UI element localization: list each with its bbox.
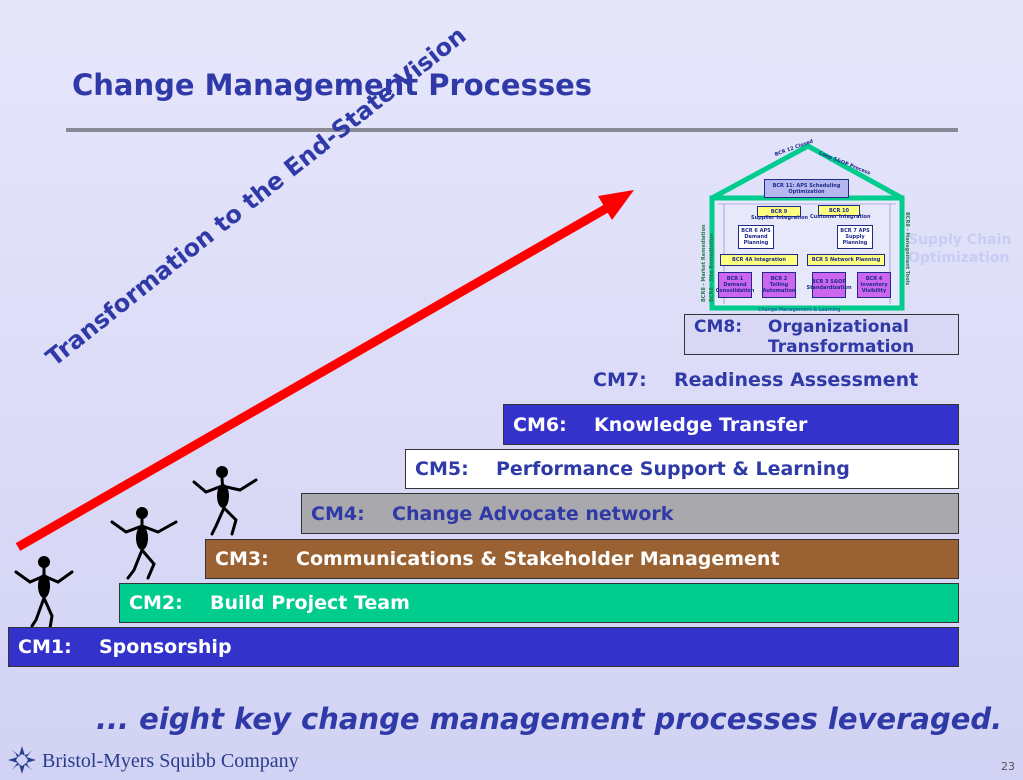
step-label: Change Advocate network: [392, 502, 674, 525]
step-label: Sponsorship: [99, 636, 232, 658]
bcr4a-box: BCR 4A Integration: [720, 254, 798, 266]
step-label: Build Project Team: [210, 592, 410, 614]
step-label: Organizational Transformation: [768, 317, 915, 357]
step-cm8-organizational-transformation: CM8: Organizational Transformation: [684, 314, 959, 357]
step-code: CM2:: [129, 592, 183, 614]
bcr10-sub-label: Customer Integration: [810, 214, 871, 220]
step-code: CM1:: [18, 636, 72, 658]
step-code: CM7:: [593, 369, 647, 391]
bcr6-box: BCR 6 APS Demand Planning: [738, 225, 774, 249]
page-title: Change Management Processes: [72, 68, 593, 102]
step-code: CM3:: [215, 548, 269, 570]
step-label: Communications & Stakeholder Management: [296, 548, 780, 570]
supply-chain-label: Supply Chain Optimization: [908, 231, 1011, 267]
house-footer-label: Change Management & Learning: [758, 307, 841, 313]
bcr11-box: BCR 11: APS Scheduling Optimization: [764, 179, 849, 198]
step-label: Performance Support & Learning: [496, 458, 850, 480]
bcr4-box: BCR 4 Inventory Visibility: [857, 272, 891, 298]
supply-chain-line-2: Optimization: [908, 250, 1010, 266]
bcr5-box: BCR 5 Network Planning: [807, 254, 885, 266]
figures-illustration: [14, 466, 258, 630]
step-label: Readiness Assessment: [674, 369, 919, 391]
step-cm4-change-advocate: CM4: Change Advocate network: [301, 493, 959, 534]
step-code: CM6:: [513, 413, 567, 436]
step-cm1-sponsorship: CM1: Sponsorship: [8, 627, 959, 667]
stick-figure-icon: [14, 466, 258, 630]
title-divider: [66, 128, 958, 132]
tagline: ... eight key change management processe…: [96, 702, 1003, 736]
step-code: CM8:: [694, 317, 743, 337]
bcr9-sub-label: Supplier Integration: [751, 215, 809, 221]
company-logo-icon: [8, 746, 36, 774]
step-cm3-communications: CM3: Communications & Stakeholder Manage…: [205, 539, 959, 579]
supply-chain-line-1: Supply Chain: [908, 232, 1012, 248]
step-cm5-performance-support: CM5: Performance Support & Learning: [405, 449, 959, 489]
company-name: Bristol-Myers Squibb Company: [42, 750, 299, 772]
step-cm7-readiness-assessment: CM7: Readiness Assessment: [584, 367, 918, 393]
bcr10-box: BCR 10: [818, 205, 860, 216]
step-cm6-knowledge-transfer: CM6: Knowledge Transfer: [503, 404, 959, 445]
bcr3-box: BCR 3 S&OP Standardization: [807, 272, 852, 298]
bcr9-box: BCR 9: [757, 206, 801, 217]
page-number: 23: [1001, 760, 1015, 773]
step-code: CM4:: [311, 502, 365, 525]
bcr2-box: BCR 2 Tolling Automation: [762, 272, 796, 298]
step-code: CM5:: [415, 458, 469, 480]
step-label: Knowledge Transfer: [594, 413, 808, 436]
bcr7-box: BCR 7 APS Supply Planning: [837, 225, 873, 249]
bcr1-box: BCR 1 Demand Consolidation: [716, 272, 754, 298]
left-wall-label-2: BCR8 - Site Remediation: [709, 233, 715, 302]
step-cm2-build-project-team: CM2: Build Project Team: [119, 583, 959, 623]
left-wall-label-1: BCR8 - Market Remediation: [701, 224, 707, 302]
